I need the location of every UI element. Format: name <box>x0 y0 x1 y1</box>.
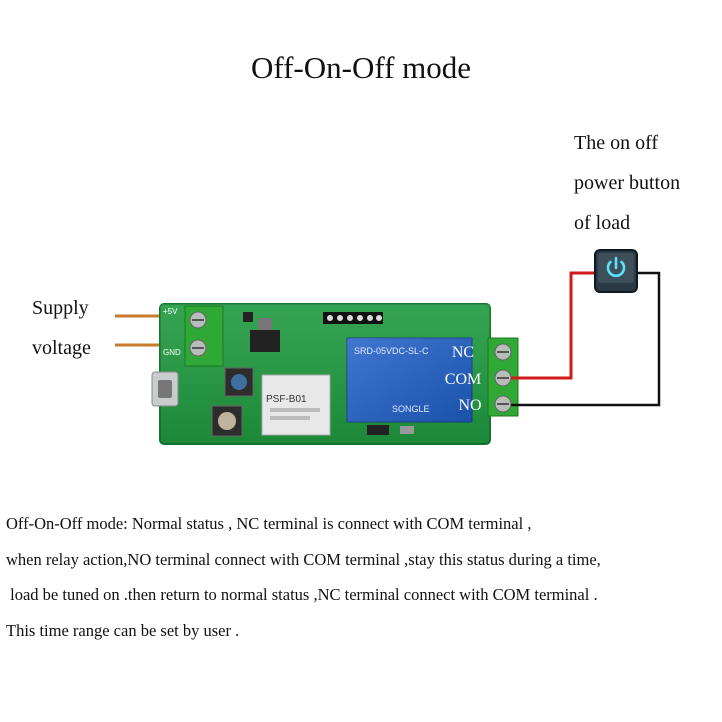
regulator-chip <box>250 330 280 352</box>
supply-label-line: Supply <box>32 297 89 319</box>
mode-description: Off-On-Off mode: Normal status , NC term… <box>6 506 718 648</box>
description-line: load be tuned on .then return to normal … <box>6 585 598 604</box>
relay-board: +5V GND PSF-B01 <box>151 303 519 445</box>
supply-voltage-label: Supply voltage <box>32 288 91 368</box>
smd-component <box>400 426 414 434</box>
nc-label: NC <box>452 344 474 361</box>
regulator-tab <box>258 318 272 330</box>
reset-button-cap <box>218 412 236 430</box>
header-pins <box>323 312 383 324</box>
button-label-line: of load <box>574 212 631 234</box>
diagram-title: Off-On-Off mode <box>250 50 472 85</box>
description-line: This time range can be set by user . <box>6 620 240 640</box>
description-line: Off-On-Off mode: Normal status , NC term… <box>6 514 532 533</box>
com-wire <box>511 271 600 380</box>
plus5v-silk: +5V <box>163 307 178 316</box>
supply-label-line: voltage <box>32 337 91 359</box>
button-label-line: power button <box>574 172 681 194</box>
usb-opening <box>158 380 172 398</box>
relay-brand-silk: SONGLE <box>392 404 430 414</box>
module-line <box>270 408 320 412</box>
module-silk: PSF-B01 <box>266 394 307 405</box>
power-icon <box>606 256 626 278</box>
button-label-line: The on off <box>574 132 659 154</box>
power-button <box>594 249 638 293</box>
relay-model-silk: SRD-05VDC-SL-C <box>354 346 429 356</box>
diode <box>367 425 389 435</box>
no-wire <box>511 271 661 407</box>
setup-button-cap <box>231 374 247 390</box>
relay-shading <box>347 338 472 422</box>
gnd-silk: GND <box>163 348 181 357</box>
no-label: NO <box>458 397 481 414</box>
wifi-module <box>261 374 331 436</box>
power-button-label: The on off power button of load <box>574 123 680 243</box>
small-component <box>243 312 253 322</box>
description-line: when relay action,NO terminal connect wi… <box>6 549 601 569</box>
com-label: COM <box>445 371 481 388</box>
module-line <box>270 416 310 420</box>
